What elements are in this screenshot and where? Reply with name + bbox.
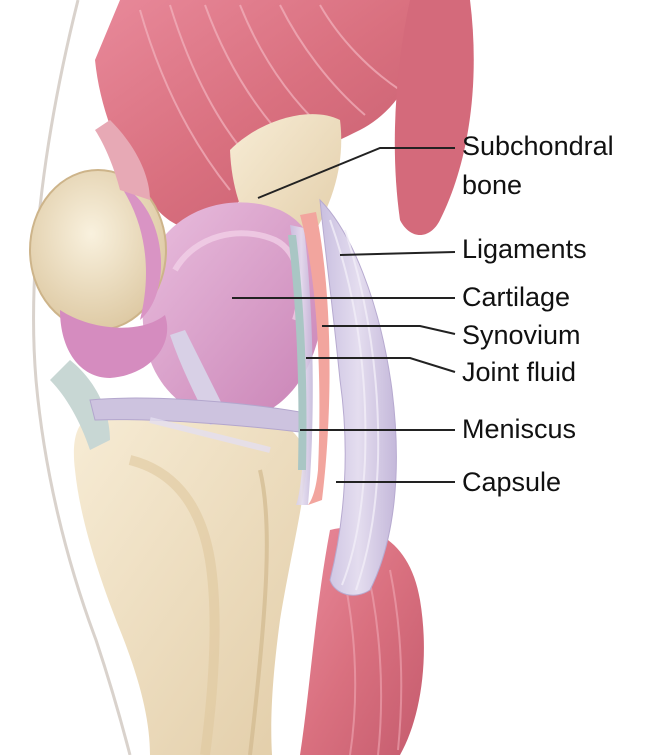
label-meniscus: Meniscus xyxy=(462,414,576,445)
label-subchondral-bone-line2: bone xyxy=(462,170,522,201)
label-capsule: Capsule xyxy=(462,467,561,498)
label-subchondral-bone-line1: Subchondral xyxy=(462,131,614,162)
label-ligaments: Ligaments xyxy=(462,234,587,265)
label-cartilage: Cartilage xyxy=(462,282,570,313)
label-joint-fluid: Joint fluid xyxy=(462,357,576,388)
leader-ligaments xyxy=(340,252,455,255)
label-synovium: Synovium xyxy=(462,320,581,351)
